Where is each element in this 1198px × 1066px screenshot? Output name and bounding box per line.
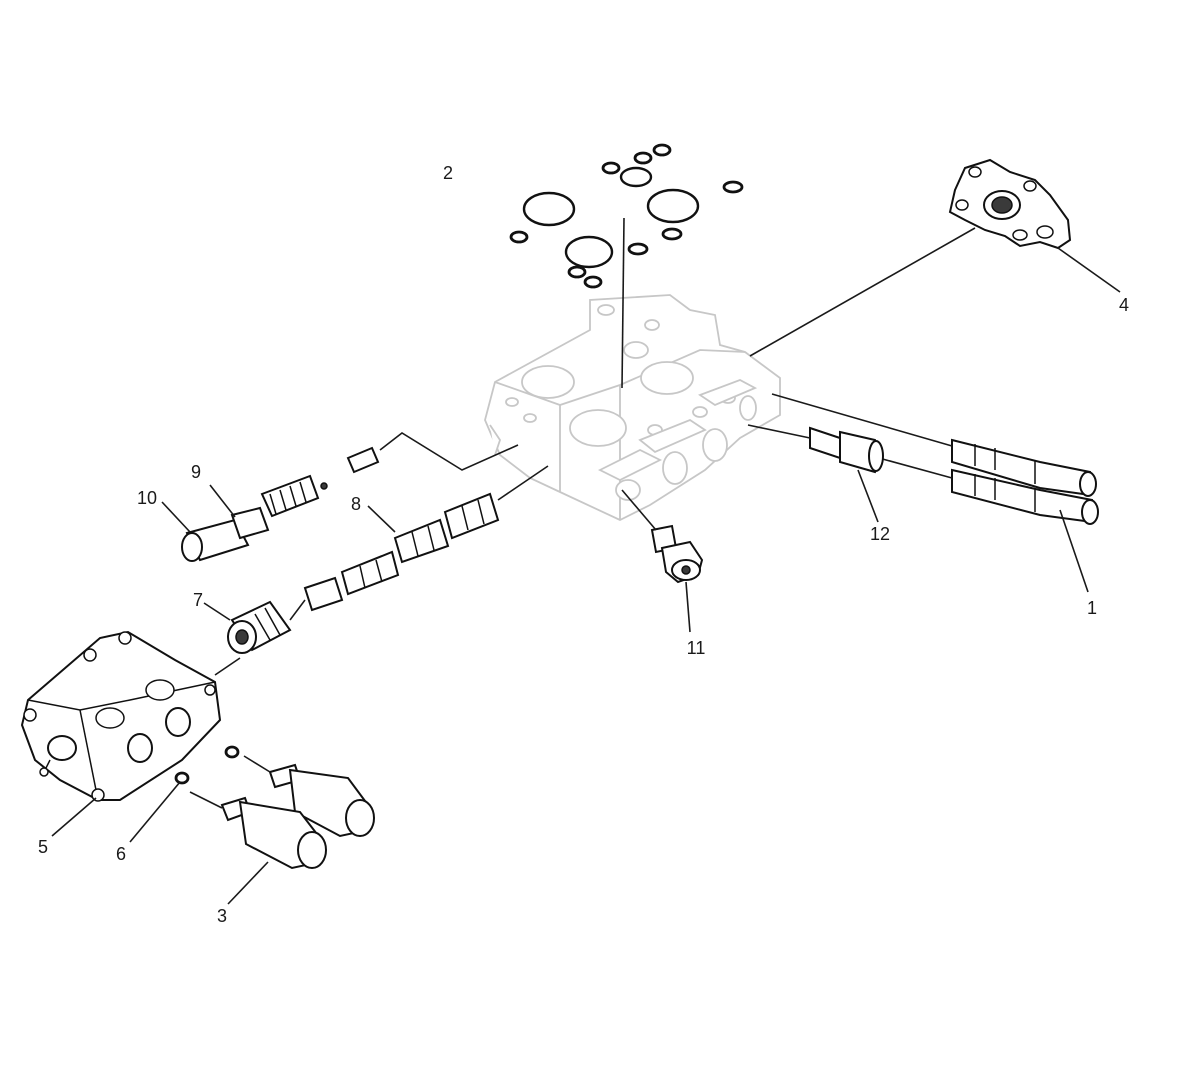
spring-plug-assembly [181,446,380,562]
relief-valve-plug [809,426,884,474]
end-housing [20,630,222,802]
solenoid-pair [220,763,375,870]
callout-5: 5 [38,837,48,857]
cover-plate [948,158,1072,250]
callout-8: 8 [351,494,361,514]
callout-4: 4 [1119,295,1129,315]
valve-body-ghost [484,294,781,521]
callout-12: 12 [870,524,890,544]
callout-labels: 1 2 3 4 5 6 7 8 9 10 11 12 [38,163,1129,926]
spring-retainer [227,600,292,654]
callout-11: 11 [687,638,706,658]
plug-fitting [650,524,704,584]
callout-6: 6 [116,844,126,864]
callout-10: 10 [137,488,157,508]
callout-9: 9 [191,462,201,482]
control-spool [303,492,500,612]
o-ring-set [509,143,744,289]
callout-7: 7 [193,590,203,610]
callout-1: 1 [1087,598,1097,618]
callout-3: 3 [217,906,227,926]
callout-2: 2 [443,163,453,183]
small-seals [174,745,240,785]
cartridge-valve-pair [951,438,1099,525]
